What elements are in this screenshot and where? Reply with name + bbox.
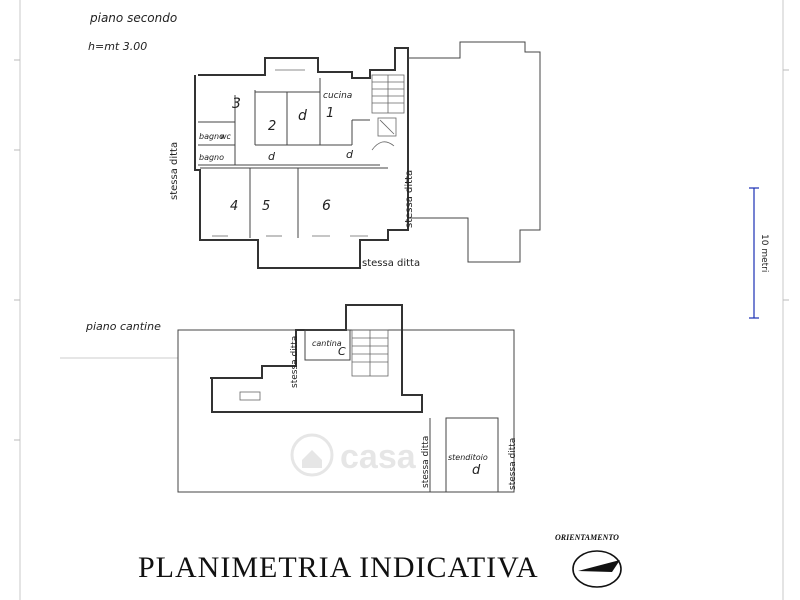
orientation-label: ORIENTAMENTO: [555, 533, 619, 542]
watermark-text: casa: [340, 438, 417, 476]
upper-height-label: h=mt 3.00: [88, 40, 147, 53]
kitchen-label: cucina: [323, 91, 352, 101]
bath-1-tag: wc: [220, 132, 232, 141]
upper-window-marks: [212, 69, 368, 237]
lower-note-3: stessa ditta: [508, 438, 518, 490]
lower-floor-plan: piano cantine cantina C stenditoio d ste…: [60, 304, 518, 493]
bath-1-label: bagno: [199, 132, 224, 141]
room-number-5: 5: [262, 199, 270, 214]
lower-floor-label: piano cantine: [85, 320, 161, 333]
laundry-label: stenditoio: [448, 453, 488, 462]
compass-arrow-icon: [578, 560, 620, 572]
room-number-3: 3: [232, 96, 241, 112]
lower-building: [210, 304, 423, 413]
note-stessa-ditta-left: stessa ditta: [169, 142, 180, 200]
watermark: casa: [290, 433, 417, 477]
scale-label: 10 metri: [759, 234, 769, 272]
upper-stairs: [371, 74, 405, 137]
room-number-1: 1: [326, 106, 334, 121]
cellar-mark: C: [338, 345, 346, 358]
lower-note-1: stessa ditta: [290, 336, 300, 388]
upper-annex: [408, 41, 541, 263]
laundry-mark: d: [472, 463, 481, 478]
orientation-block: ORIENTAMENTO: [555, 533, 622, 588]
mark-d-1: d: [298, 108, 307, 124]
mark-d-3: d: [346, 148, 354, 161]
note-stessa-ditta-bottom: stessa ditta: [362, 258, 420, 269]
room-number-2: 2: [268, 119, 276, 134]
upper-floor-plan: piano secondo h=mt 3.00 3 2 1 4 5 6 cuci…: [88, 11, 541, 269]
upper-outline: [194, 47, 409, 269]
lower-note-2: stessa ditta: [421, 436, 431, 488]
plan-title: PLANIMETRIA INDICATIVA: [138, 551, 539, 584]
laundry-room: [445, 417, 499, 493]
cellar-label: cantina: [312, 339, 342, 348]
scale-bar: 10 metri: [749, 187, 769, 319]
upper-door-arc: [371, 141, 395, 151]
bath-2-label: bagno: [199, 153, 224, 162]
upper-interior-walls: [198, 78, 388, 238]
room-number-6: 6: [322, 198, 331, 214]
note-stessa-ditta-right: stessa ditta: [404, 170, 415, 228]
mark-d-2: d: [268, 150, 276, 163]
compass-ring: [572, 550, 622, 588]
sheet-frame: [14, 0, 789, 600]
lower-stairs: [351, 329, 389, 377]
upper-floor-label: piano secondo: [89, 11, 177, 25]
cellar-room: [304, 329, 351, 361]
room-number-4: 4: [230, 199, 238, 214]
